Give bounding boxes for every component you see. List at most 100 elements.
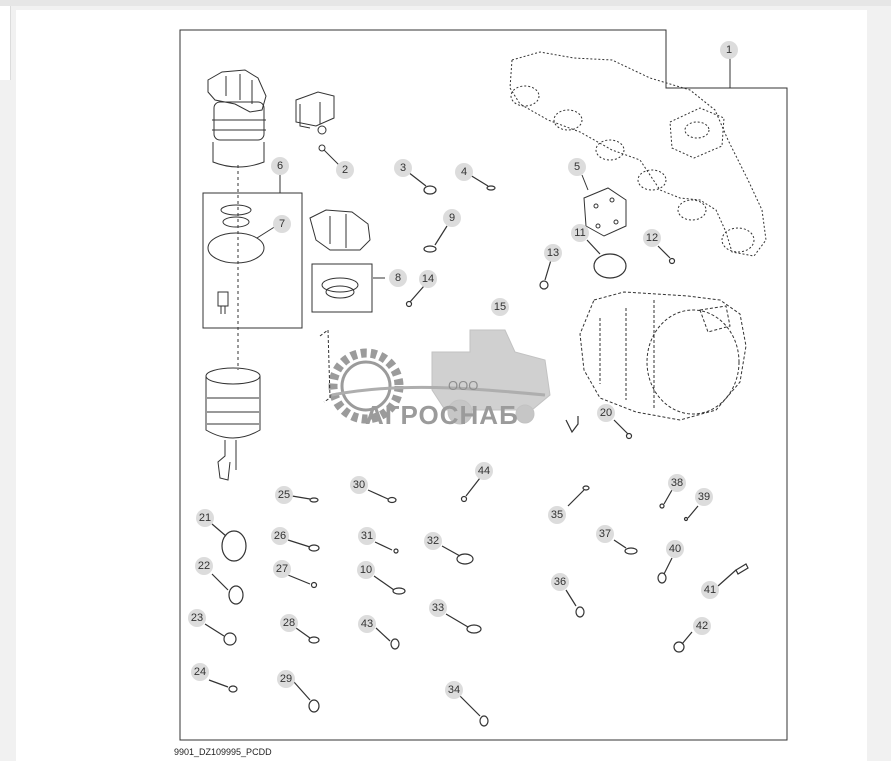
callout-29: 29 xyxy=(277,670,295,688)
fuel-filter-bowl xyxy=(205,367,261,481)
svg-text:37: 37 xyxy=(599,528,611,540)
svg-text:21: 21 xyxy=(199,512,211,524)
exhaust-manifold xyxy=(509,51,767,257)
callout-7: 7 xyxy=(273,215,291,233)
callout-21: 21 xyxy=(196,509,214,527)
callout-22: 22 xyxy=(195,557,213,575)
seal-kit-box xyxy=(202,175,303,329)
svg-text:34: 34 xyxy=(448,684,460,696)
mounting-bracket xyxy=(295,91,341,167)
callout-31: 31 xyxy=(358,527,376,545)
svg-text:14: 14 xyxy=(422,273,434,285)
svg-text:31: 31 xyxy=(361,530,373,542)
svg-text:23: 23 xyxy=(191,612,203,624)
callout-26: 26 xyxy=(271,527,289,545)
gear-icon xyxy=(328,348,404,424)
callout-32: 32 xyxy=(424,532,442,550)
top-bar xyxy=(0,0,891,6)
svg-text:8: 8 xyxy=(395,272,401,284)
callout-6: 6 xyxy=(271,157,289,175)
callout-14: 14 xyxy=(419,270,437,288)
svg-text:13: 13 xyxy=(547,247,559,259)
svg-text:10: 10 xyxy=(360,564,372,576)
exhaust-gasket xyxy=(581,174,627,237)
callout-24: 24 xyxy=(191,663,209,681)
orings-lower xyxy=(204,477,749,727)
callout-36: 36 xyxy=(551,573,569,591)
callout-25: 25 xyxy=(275,486,293,504)
fuel-pump-head xyxy=(309,209,385,313)
svg-text:15: 15 xyxy=(494,301,506,313)
side-panel-edge xyxy=(0,6,11,80)
svg-text:33: 33 xyxy=(432,602,444,614)
svg-text:4: 4 xyxy=(461,166,467,178)
svg-text:9: 9 xyxy=(449,212,455,224)
fuel-filter-head xyxy=(207,69,267,168)
svg-text:24: 24 xyxy=(194,666,206,678)
svg-text:5: 5 xyxy=(574,161,580,173)
diagram-frame xyxy=(179,29,788,741)
svg-text:12: 12 xyxy=(646,232,658,244)
svg-text:22: 22 xyxy=(198,560,210,572)
callout-44: 44 xyxy=(475,462,493,480)
svg-text:35: 35 xyxy=(551,509,563,521)
callout-2: 2 xyxy=(336,161,354,179)
svg-text:1: 1 xyxy=(726,44,732,56)
callout-35: 35 xyxy=(548,506,566,524)
callout-1: 1 xyxy=(720,41,738,59)
callout-41: 41 xyxy=(701,581,719,599)
callout-5: 5 xyxy=(568,158,586,176)
watermark-prefix: ООО xyxy=(448,378,478,393)
svg-text:44: 44 xyxy=(478,465,490,477)
callout-3: 3 xyxy=(394,159,412,177)
callout-34: 34 xyxy=(445,681,463,699)
callout-20: 20 xyxy=(597,404,615,422)
svg-text:6: 6 xyxy=(277,160,283,172)
callout-8: 8 xyxy=(389,269,407,287)
svg-text:41: 41 xyxy=(704,584,716,596)
svg-text:27: 27 xyxy=(276,563,288,575)
svg-text:25: 25 xyxy=(278,489,290,501)
small-orings-top xyxy=(405,171,496,308)
watermark-swoosh xyxy=(331,385,546,397)
svg-text:2: 2 xyxy=(342,164,348,176)
svg-text:30: 30 xyxy=(353,479,365,491)
callout-43: 43 xyxy=(358,615,376,633)
watermark-logo: ООО АГРОСНАБ xyxy=(328,329,551,430)
drawing-id-caption: 9901_DZ109995_PCDD xyxy=(174,747,272,757)
svg-text:26: 26 xyxy=(274,530,286,542)
svg-text:38: 38 xyxy=(671,477,683,489)
svg-text:28: 28 xyxy=(283,617,295,629)
callout-33: 33 xyxy=(429,599,447,617)
svg-text:11: 11 xyxy=(574,227,585,239)
callout-28: 28 xyxy=(280,614,298,632)
callout-27: 27 xyxy=(273,560,291,578)
callout-12: 12 xyxy=(643,229,661,247)
watermark-name: АГРОСНАБ xyxy=(365,400,519,430)
callout-42: 42 xyxy=(693,617,711,635)
svg-text:36: 36 xyxy=(554,576,566,588)
callout-15: 15 xyxy=(491,298,509,316)
svg-text:43: 43 xyxy=(361,618,373,630)
svg-text:40: 40 xyxy=(669,543,681,555)
svg-text:39: 39 xyxy=(698,491,710,503)
svg-text:20: 20 xyxy=(600,407,612,419)
exhaust-rings xyxy=(539,239,676,290)
callout-30: 30 xyxy=(350,476,368,494)
callout-11: 11 xyxy=(571,224,589,242)
callout-23: 23 xyxy=(188,609,206,627)
aftertreatment-unit xyxy=(319,291,747,421)
callout-9: 9 xyxy=(443,209,461,227)
svg-text:3: 3 xyxy=(400,162,406,174)
svg-text:32: 32 xyxy=(427,535,439,547)
svg-text:42: 42 xyxy=(696,620,708,632)
svg-text:7: 7 xyxy=(279,218,285,230)
callout-39: 39 xyxy=(695,488,713,506)
callout-37: 37 xyxy=(596,525,614,543)
callout-10: 10 xyxy=(357,561,375,579)
callout-40: 40 xyxy=(666,540,684,558)
svg-text:29: 29 xyxy=(280,673,292,685)
callout-13: 13 xyxy=(544,244,562,262)
callout-38: 38 xyxy=(668,474,686,492)
